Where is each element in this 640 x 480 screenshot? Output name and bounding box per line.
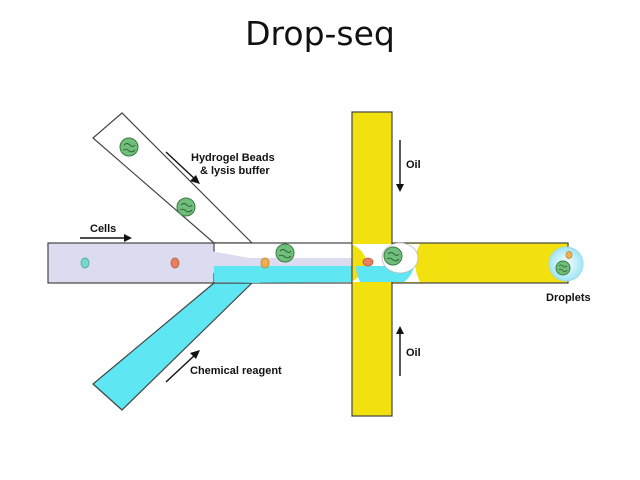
beads-label: Hydrogel Beads: [191, 152, 275, 164]
output-droplet: [548, 246, 584, 282]
bead-icon: [119, 137, 139, 157]
cells-arrow: [80, 234, 132, 242]
lysis-buffer-label: & lysis buffer: [200, 165, 270, 177]
oil-top-label: Oil: [406, 159, 421, 171]
bead-inlet-channel: [92, 112, 254, 244]
bead-icon: [275, 243, 295, 263]
cell-stream: [180, 245, 360, 281]
bead-icon: [383, 246, 403, 266]
bead-icon: [176, 197, 196, 217]
cell-icon: [80, 257, 90, 269]
reagent-label: Chemical reagent: [190, 365, 282, 377]
reagent-arrow: [165, 350, 200, 383]
cell-icon: [362, 257, 374, 267]
reagent-inlet-channel: [92, 282, 254, 411]
output-channel: [391, 242, 569, 284]
diagram-title: Drop-seq: [245, 14, 395, 53]
oil-bottom-label: Oil: [406, 347, 421, 359]
droplets-label: Droplets: [546, 292, 591, 304]
cell-icon: [170, 257, 180, 269]
oil-bottom-arrow: [396, 326, 404, 376]
cell-icon: [260, 257, 270, 269]
beads-arrow: [165, 151, 200, 184]
cells-label: Cells: [90, 223, 116, 235]
oil-top-arrow: [396, 140, 404, 192]
